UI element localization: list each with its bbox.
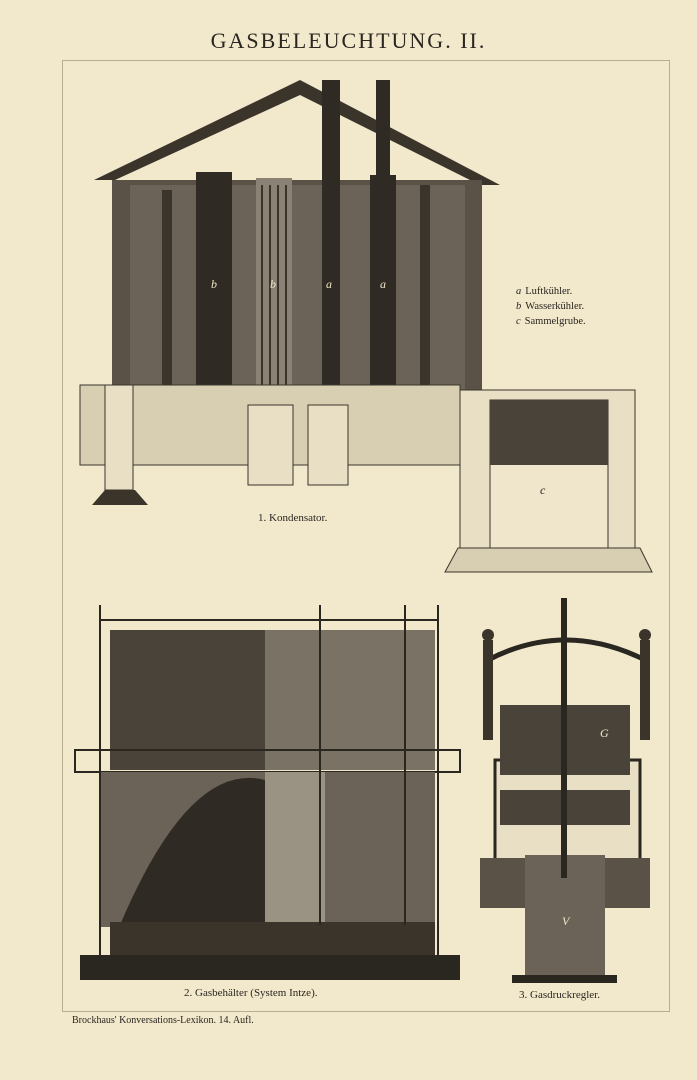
- svg-text:a: a: [380, 277, 386, 291]
- caption-gasholder: 2. Gasbehälter (System Intze).: [184, 987, 318, 999]
- svg-text:V: V: [562, 914, 571, 928]
- condenser-illustration: b b a a c: [79, 80, 653, 573]
- footer-source: Brockhaus' Konversations-Lexikon. 14. Au…: [72, 1015, 254, 1026]
- regulator-illustration: G V: [480, 598, 651, 983]
- svg-text:b: b: [211, 277, 217, 291]
- caption-regulator: 3. Gasdruckregler.: [519, 989, 600, 1001]
- caption-condenser: 1. Kondensator.: [258, 512, 328, 524]
- svg-text:G: G: [600, 726, 609, 740]
- page-title: GASBELEUCHTUNG. II.: [210, 28, 487, 53]
- plate-frame: [62, 60, 670, 1012]
- svg-text:c: c: [540, 483, 546, 497]
- svg-text:b: b: [270, 277, 276, 291]
- svg-text:a: a: [326, 277, 332, 291]
- gasholder-illustration: [74, 605, 461, 980]
